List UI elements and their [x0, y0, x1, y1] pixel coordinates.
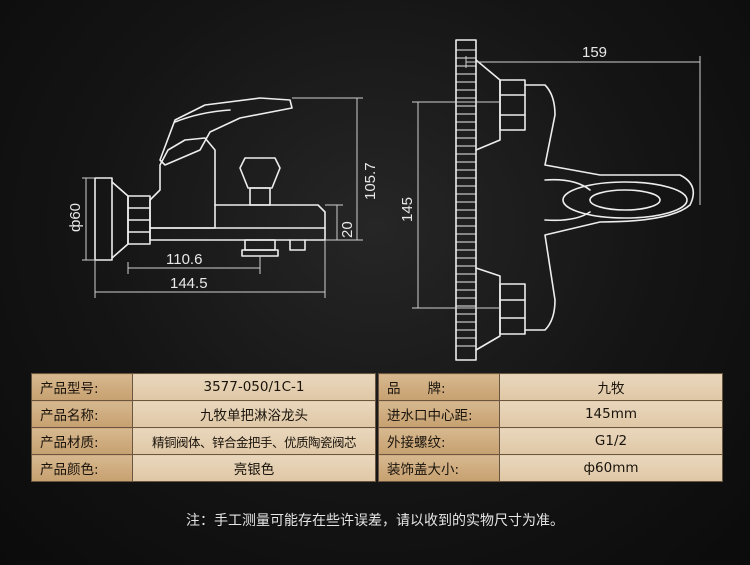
table-row: 品 牌: 九牧: [378, 373, 723, 401]
spec-label: 装饰盖大小:: [378, 454, 500, 482]
table-row: 产品颜色: 亮银色: [31, 454, 376, 482]
spec-value: G1/2: [499, 427, 723, 455]
front-view: [455, 39, 695, 361]
measurement-note: 注：手工测量可能存在些许误差，请以收到的实物尺寸为准。: [186, 513, 564, 529]
table-row: 外接螺纹: G1/2: [378, 427, 723, 455]
spec-value: 九牧: [499, 373, 723, 401]
table-row: 进水口中心距: 145mm: [378, 400, 723, 428]
technical-drawing: 159 105.7 145 ф60 110.6 144.5 20: [67, 39, 701, 361]
table-row: 产品材质: 精铜阀体、锌合金把手、优质陶瓷阀芯: [31, 427, 376, 455]
spec-value: 精铜阀体、锌合金把手、优质陶瓷阀芯: [132, 427, 376, 455]
dim-length-110-6: 110.6: [166, 251, 202, 268]
spec-value: ф60mm: [499, 454, 723, 482]
dim-height-145: 145: [399, 197, 416, 222]
spec-value: 3577-050/1C-1: [132, 373, 376, 401]
spec-label: 进水口中心距:: [378, 400, 500, 428]
spec-label: 产品名称:: [31, 400, 133, 428]
dim-diameter-60: ф60: [67, 203, 84, 232]
table-row: 装饰盖大小: ф60mm: [378, 454, 723, 482]
spec-value: 145mm: [499, 400, 723, 428]
spec-label: 外接螺纹:: [378, 427, 500, 455]
spec-label: 产品颜色:: [31, 454, 133, 482]
table-row: 产品名称: 九牧单把淋浴龙头: [31, 400, 376, 428]
spec-label: 品 牌:: [378, 373, 500, 401]
spec-value: 九牧单把淋浴龙头: [132, 400, 376, 428]
side-view: [94, 97, 326, 261]
dim-height-20: 20: [339, 221, 356, 238]
table-row: 产品型号: 3577-050/1C-1: [31, 373, 376, 401]
dim-length-144-5: 144.5: [170, 275, 208, 292]
spec-label: 产品材质:: [31, 427, 133, 455]
dim-width-159: 159: [582, 44, 607, 61]
spec-table-right: 品 牌: 九牧 进水口中心距: 145mm 外接螺纹: G1/2 装饰盖大小: …: [378, 373, 723, 482]
spec-value: 亮银色: [132, 454, 376, 482]
spec-label: 产品型号:: [31, 373, 133, 401]
dim-height-105-7: 105.7: [362, 162, 379, 200]
spec-table-left: 产品型号: 3577-050/1C-1 产品名称: 九牧单把淋浴龙头 产品材质:…: [31, 373, 376, 482]
